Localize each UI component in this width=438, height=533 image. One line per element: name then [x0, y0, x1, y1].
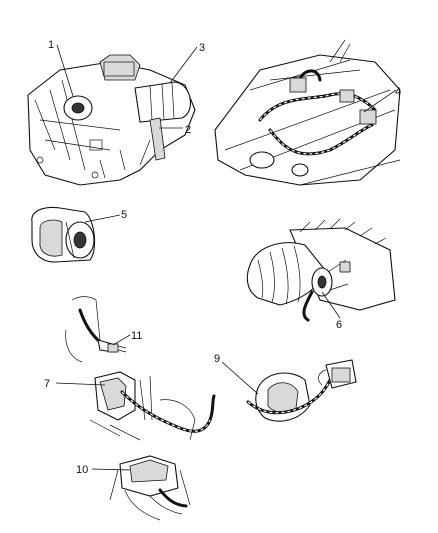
leader-line-4 [363, 89, 397, 113]
speed-sensor-harness-illustration [89, 371, 216, 441]
callout-4: 4 [395, 86, 401, 98]
module-bracket-illustration [109, 455, 191, 521]
leader-line-6 [321, 291, 341, 319]
callout-2: 2 [185, 124, 191, 136]
output-shaft-illustration [246, 218, 396, 322]
leader-line-7 [55, 382, 106, 386]
callout-11: 11 [131, 330, 142, 342]
callout-10: 10 [76, 464, 88, 476]
callout-1: 1 [48, 39, 54, 51]
leader-line-11 [112, 334, 131, 346]
leader-line-1 [56, 44, 74, 97]
leader-line-10 [91, 468, 131, 471]
engine-harness-illustration [214, 39, 401, 186]
leader-line-5 [84, 214, 121, 223]
callout-9: 9 [214, 353, 220, 365]
harness-connector-illustration [246, 359, 357, 422]
callout-3: 3 [199, 42, 205, 54]
transmission-housing-illustration [27, 54, 196, 186]
callout-7: 7 [44, 378, 50, 390]
callout-labels: 1 2 3 4 5 6 7 9 10 11 [44, 39, 401, 476]
leader-line-9 [221, 361, 259, 395]
callout-5: 5 [121, 209, 127, 221]
callout-6: 6 [336, 319, 342, 331]
leader-line-3 [169, 46, 198, 84]
sensor-block-illustration [31, 206, 96, 263]
leader-lines [55, 44, 397, 471]
oxygen-sensor-illustration [65, 296, 127, 363]
